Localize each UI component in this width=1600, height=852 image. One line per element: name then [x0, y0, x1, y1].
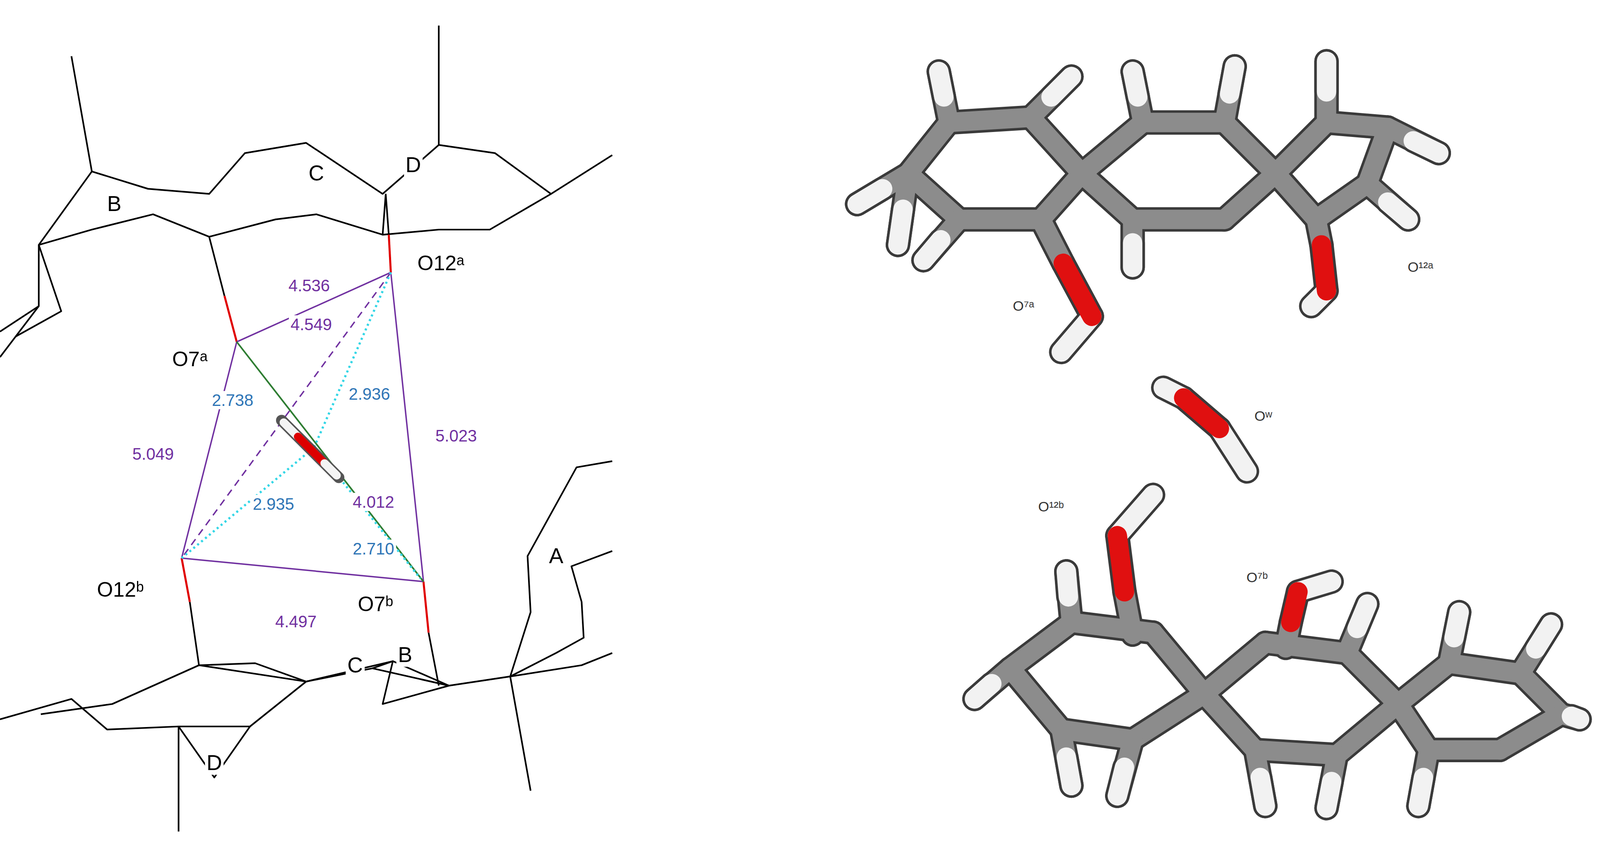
atom-label: O12ᵇ	[96, 578, 144, 602]
ring-letter: B	[105, 192, 124, 217]
atom-label: Oʷ	[1254, 408, 1273, 424]
atom-label: O¹²ᵇ	[1038, 499, 1065, 515]
ring-letter: D	[403, 153, 423, 178]
distance-label: 2.710	[350, 539, 396, 558]
atom-label: O12ᵃ	[417, 252, 465, 275]
distance-label: 2.935	[251, 494, 296, 514]
ring-letter: A	[547, 544, 565, 568]
atom-label: O⁷ᵇ	[1246, 569, 1269, 586]
ring-letter: D	[204, 751, 224, 776]
ring-letter: C	[307, 161, 327, 186]
ring-letter: B	[396, 643, 414, 667]
distance-label: 4.497	[273, 612, 319, 631]
atom-label: O7ᵃ	[172, 347, 208, 371]
distance-label: 5.049	[130, 444, 176, 464]
atom-label: O7ᵇ	[357, 592, 394, 616]
distance-label: 2.936	[346, 384, 392, 404]
atom-label: O⁷ᵃ	[1012, 298, 1034, 314]
ring-letter: C	[345, 653, 365, 678]
distance-label: 5.023	[433, 426, 479, 445]
atom-label: O¹²ᵃ	[1407, 259, 1434, 275]
distance-label: 2.738	[210, 391, 255, 410]
distance-label: 4.012	[350, 492, 396, 512]
distance-label: 4.536	[286, 276, 332, 295]
distance-label: 4.549	[288, 315, 334, 334]
